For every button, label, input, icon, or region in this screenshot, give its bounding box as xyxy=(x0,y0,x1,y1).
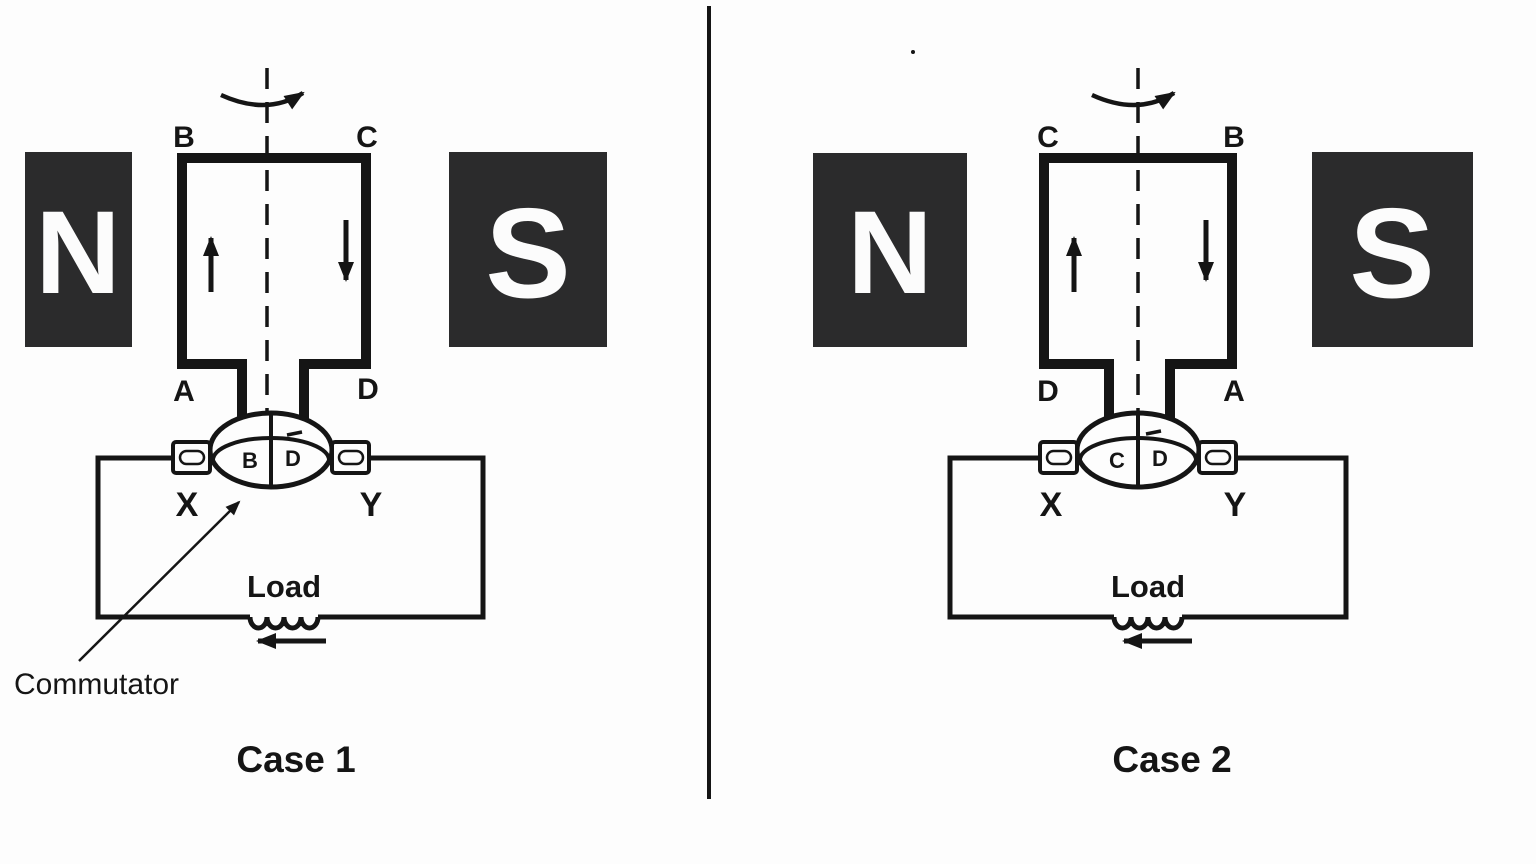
south-pole-magnet xyxy=(1312,152,1473,347)
coil-corner-label-bottom-left: A xyxy=(173,375,195,408)
coil-corner-label-top-left: C xyxy=(1037,121,1059,154)
case1-panel: N S B C A D Load B D X Y Commutator xyxy=(14,68,607,780)
load-label: Load xyxy=(1111,569,1185,604)
brush-left xyxy=(171,440,212,475)
commutator-segment-left-label: C xyxy=(1109,448,1125,473)
commutator-annotation-label: Commutator xyxy=(14,668,179,701)
armature-coil-outline xyxy=(177,153,371,428)
rotation-direction-arrow xyxy=(1091,91,1176,110)
coil-corner-label-bottom-left: D xyxy=(1037,375,1059,408)
coil-corner-label-top-left: B xyxy=(173,121,195,154)
north-pole-magnet xyxy=(25,152,132,347)
commutator-segment-right-label: D xyxy=(1152,446,1168,471)
case2-panel: N S C B D A Load C D X Y Case 2 xyxy=(813,50,1473,780)
brush-right xyxy=(1197,440,1238,475)
load-inductor-coil xyxy=(1111,616,1185,631)
commutator-segment-left-label: B xyxy=(242,448,258,473)
commutator-segment-right-label: D xyxy=(285,446,301,471)
brush-right-label: Y xyxy=(360,486,383,524)
coil-corner-label-top-right: B xyxy=(1223,121,1245,154)
coil-corner-label-bottom-right: D xyxy=(357,373,379,406)
north-pole-label: N xyxy=(35,187,120,319)
load-label: Load xyxy=(247,569,321,604)
brush-right xyxy=(330,440,371,475)
commutator-shine-mark xyxy=(1145,429,1162,436)
north-pole-label: N xyxy=(847,187,932,319)
brush-left-label: X xyxy=(176,486,199,524)
coil-corner-label-bottom-right: A xyxy=(1223,375,1245,408)
case2-caption: Case 2 xyxy=(1112,739,1231,780)
commutator-annotation-arrow xyxy=(78,500,241,662)
circuit-wire-left xyxy=(95,455,250,620)
north-pole-magnet xyxy=(813,153,967,347)
south-pole-magnet xyxy=(449,152,607,347)
rotation-direction-arrow xyxy=(220,91,305,110)
south-pole-label: S xyxy=(1349,183,1434,326)
brush-left xyxy=(1038,440,1079,475)
load-inductor-coil xyxy=(247,616,321,631)
brush-left-label: X xyxy=(1040,486,1063,524)
circuit-wire-left xyxy=(947,455,1114,620)
armature-coil-outline xyxy=(1039,153,1237,428)
south-pole-label: S xyxy=(485,183,570,326)
stray-dot xyxy=(911,50,915,54)
circuit-wire-right xyxy=(318,455,486,620)
brush-right-label: Y xyxy=(1224,486,1247,524)
circuit-wire-right xyxy=(1182,455,1349,620)
case1-caption: Case 1 xyxy=(236,739,355,780)
coil-corner-label-top-right: C xyxy=(356,121,378,154)
commutator-shine-mark xyxy=(286,430,303,437)
